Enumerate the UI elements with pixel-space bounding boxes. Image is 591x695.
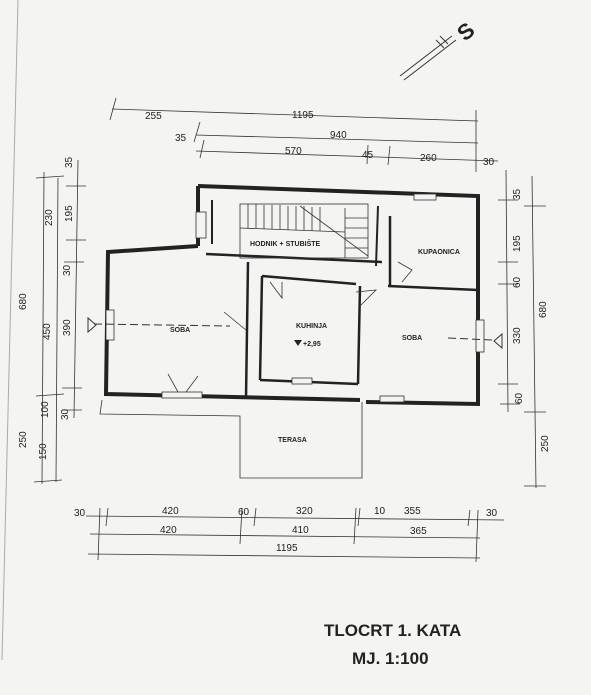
dim-right-35: 35 (512, 188, 523, 200)
dim-left-35: 35 (64, 156, 75, 168)
dim-top-45: 45 (362, 150, 374, 161)
dim-left-250: 250 (18, 431, 29, 448)
dim-bottom-60: 60 (238, 507, 250, 518)
section-markers (87, 316, 503, 350)
dim-left-150: 150 (38, 443, 49, 460)
dim-left-450: 450 (42, 323, 53, 340)
dim-top-255: 255 (145, 111, 162, 122)
room-label-soba-left: SOBA (170, 327, 190, 334)
dim-left-100: 100 (40, 401, 51, 418)
dim-right-680: 680 (538, 301, 549, 318)
dim-right-250: 250 (540, 435, 551, 452)
exterior-walls (103, 184, 480, 407)
dim-top-35: 35 (175, 133, 187, 144)
dim-top-260: 260 (420, 153, 437, 164)
staircase (239, 203, 369, 259)
interior-walls (205, 200, 479, 399)
dim-right-195: 195 (512, 235, 523, 252)
room-label-soba-right: SOBA (402, 335, 422, 342)
terrace-outline (99, 399, 363, 479)
dim-bottom-10: 10 (374, 506, 386, 517)
drawing-title: TLOCRT 1. KATA (324, 621, 461, 640)
dim-bottom-355: 355 (404, 506, 421, 517)
dim-bottom-30b: 30 (486, 508, 498, 519)
bottom-dimension-lines (85, 507, 505, 563)
drawing-scale: MJ. 1:100 (352, 649, 429, 668)
right-dimension-lines (498, 169, 546, 489)
room-label-kitchen: KUHINJA (296, 323, 327, 330)
dim-bottom-420b: 420 (160, 525, 177, 536)
dim-top-1195: 1195 (292, 110, 314, 121)
dim-left-195: 195 (64, 205, 75, 222)
dim-left-680: 680 (18, 293, 29, 310)
dim-bottom-320: 320 (296, 506, 313, 517)
dim-right-330: 330 (512, 327, 523, 344)
north-symbol: S (452, 17, 479, 46)
dim-left-230: 230 (44, 209, 55, 226)
dim-bottom-30a: 30 (74, 508, 86, 519)
dim-top-570: 570 (285, 146, 302, 157)
dim-right-60b: 60 (514, 392, 525, 404)
openings (105, 193, 485, 403)
dim-left-390: 390 (62, 319, 73, 336)
room-label-hallway: HODNIK + STUBIŠTE (250, 239, 321, 248)
dim-bottom-365: 365 (410, 526, 427, 537)
room-label-terrace: TERASA (278, 437, 307, 444)
left-dimension-lines (33, 159, 86, 485)
dim-top-940: 940 (330, 130, 347, 141)
level-marker: +2,95 (294, 340, 321, 348)
dim-left-30a: 30 (62, 264, 73, 276)
dim-bottom-410: 410 (292, 525, 309, 536)
dim-bottom-1195: 1195 (276, 543, 298, 554)
room-label-bathroom: KUPAONICA (418, 249, 460, 256)
binder-edge (1, 0, 19, 661)
top-dimension-lines (109, 97, 499, 172)
north-arrow-icon: S (399, 17, 479, 81)
dim-bottom-420a: 420 (162, 506, 179, 517)
dim-right-60a: 60 (512, 276, 523, 288)
level-label: +2,95 (303, 341, 321, 348)
dim-left-30b: 30 (60, 408, 71, 420)
dim-top-30: 30 (483, 157, 495, 168)
